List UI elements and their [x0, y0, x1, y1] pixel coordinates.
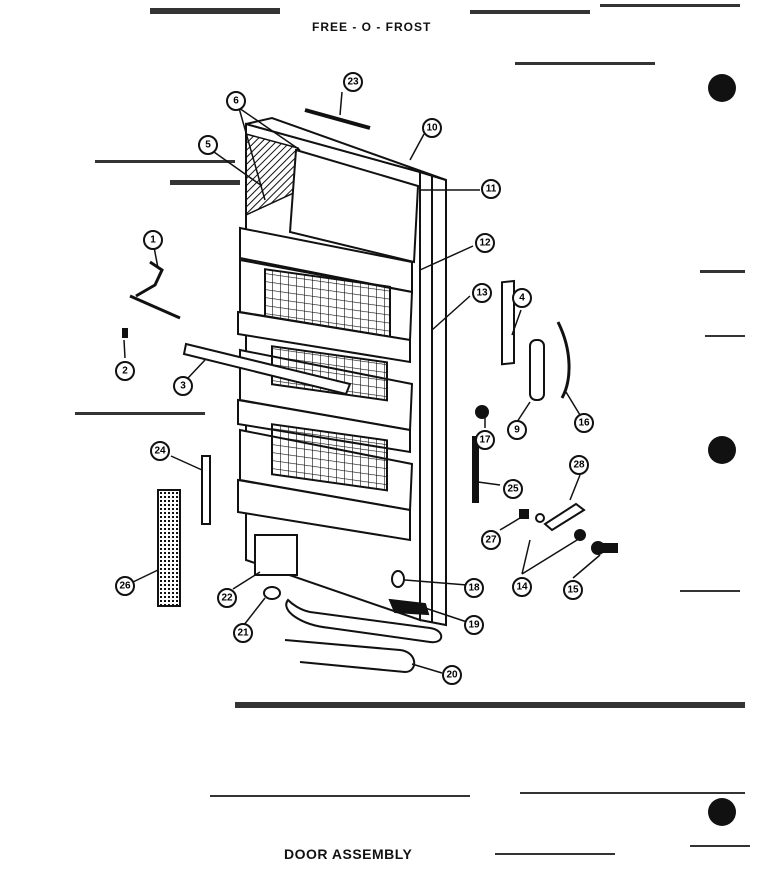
callout-24: 24	[154, 446, 166, 457]
binder-hole	[708, 798, 736, 826]
callout-18: 18	[468, 583, 480, 594]
callout-20: 20	[446, 670, 458, 681]
bottom-parts	[254, 534, 443, 674]
hinge-part	[129, 260, 181, 320]
callout-10: 10	[426, 123, 438, 134]
side-parts	[157, 279, 571, 607]
callout-12: 12	[479, 238, 491, 249]
callout-9: 9	[514, 425, 520, 436]
small-screw	[122, 328, 128, 338]
callout-26: 26	[119, 581, 131, 592]
leader-lines	[123, 91, 601, 674]
callout-3: 3	[180, 381, 186, 392]
callout-labels: 1 2 3 4 5 6 9 10 11 12 13 14 15 16 17 18…	[119, 77, 590, 681]
top-trim	[304, 108, 371, 130]
callout-25: 25	[507, 484, 519, 495]
callout-15: 15	[567, 585, 579, 596]
callout-28: 28	[573, 460, 585, 471]
callout-4: 4	[519, 293, 525, 304]
callout-19: 19	[468, 620, 480, 631]
lock-parts	[475, 405, 618, 555]
callout-21: 21	[237, 628, 249, 639]
binder-hole	[708, 74, 736, 102]
door-shelf-1	[237, 258, 414, 364]
callout-17: 17	[479, 435, 491, 446]
scan-artifacts	[75, 4, 750, 855]
callout-11: 11	[486, 184, 497, 195]
diagram-caption: DOOR ASSEMBLY	[284, 846, 413, 862]
callout-1: 1	[150, 235, 156, 246]
callout-2: 2	[122, 366, 128, 377]
page-header: FREE - O - FROST	[312, 20, 432, 34]
callout-13: 13	[476, 288, 488, 299]
callout-22: 22	[221, 593, 233, 604]
callout-5: 5	[205, 140, 211, 151]
callout-circles	[115, 72, 594, 685]
shelf-bar	[182, 342, 352, 396]
callout-14: 14	[516, 582, 528, 593]
door-shelf-3	[237, 423, 414, 542]
callout-23: 23	[347, 77, 359, 88]
binder-hole	[708, 436, 736, 464]
callout-16: 16	[578, 418, 590, 429]
callout-27: 27	[485, 535, 497, 546]
callout-6: 6	[233, 96, 239, 107]
